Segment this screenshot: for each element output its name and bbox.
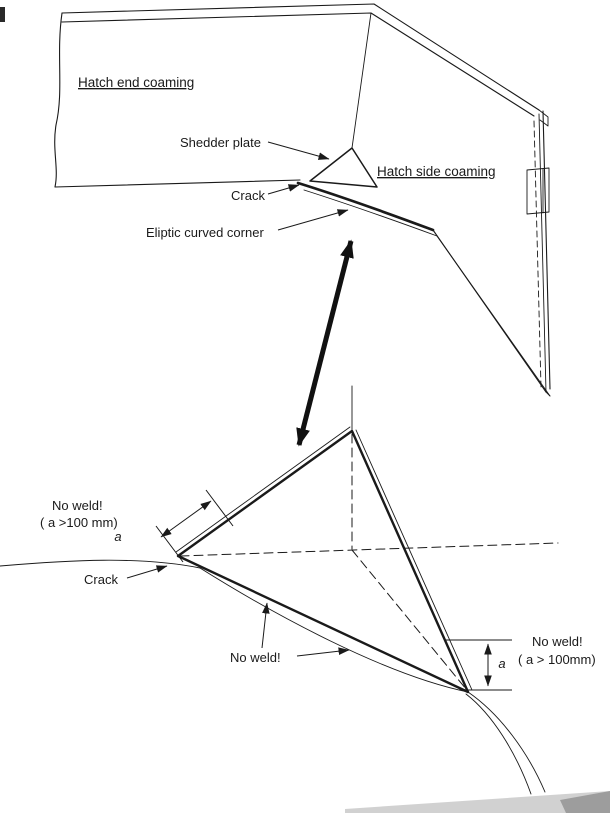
no-weld-bottom-label: No weld! xyxy=(230,650,281,665)
scan-mark-top-left xyxy=(0,7,5,22)
scan-shadow-bottom xyxy=(345,791,610,813)
end-coaming-torn-left-edge xyxy=(54,12,63,188)
crack-curve-top xyxy=(296,181,435,232)
no-weld-bottom-leader-1 xyxy=(261,602,270,649)
crack-leader-arrow-top xyxy=(267,184,300,195)
end-coaming-top-outer-edge xyxy=(61,3,540,111)
shedder-plate-detail-triangle xyxy=(176,429,470,694)
eliptic-curved-corner-label: Eliptic curved corner xyxy=(146,225,264,240)
coaming-cutout-curve-inner xyxy=(465,693,532,795)
shedder-plate-label: Shedder plate xyxy=(180,135,261,150)
scan-shadow-corner xyxy=(560,791,610,813)
side-coaming-right-edge-outer xyxy=(542,110,551,390)
hidden-corner-horizontal xyxy=(179,542,559,557)
eliptic-corner-curve-top xyxy=(303,189,438,237)
plate-thickness-left-edge xyxy=(175,426,351,553)
no-weld-left-label-line1: No weld! xyxy=(52,498,103,513)
hatch-end-coaming-label: Hatch end coaming xyxy=(78,75,194,90)
right-flange-bracket xyxy=(526,167,550,215)
coaming-corner-edge xyxy=(351,12,372,149)
detail-pointer-arrow xyxy=(296,239,354,447)
shedder-plate-leader-arrow xyxy=(267,141,330,160)
side-coaming-tip xyxy=(545,391,551,397)
crack-leader-arrow-bottom xyxy=(126,565,168,579)
no-weld-left-label-line2: ( a >100 mm) xyxy=(40,515,118,530)
dim-left-arrow xyxy=(160,500,212,538)
dim-a-left-label: a xyxy=(114,529,121,544)
end-coaming-bottom-edge xyxy=(54,179,301,188)
shedder-plate-triangle xyxy=(309,147,378,188)
no-weld-right-label-line1: No weld! xyxy=(532,634,583,649)
dim-a-right-label: a xyxy=(498,656,505,671)
eliptic-corner-leader-arrow xyxy=(277,209,349,231)
crack-label-top: Crack xyxy=(231,188,265,203)
dim-left-extension-line-2 xyxy=(205,489,234,527)
hatch-side-coaming-label: Hatch side coaming xyxy=(377,164,496,179)
side-coaming-right-edge-hidden xyxy=(533,120,542,388)
no-weld-right-label-line2: ( a > 100mm) xyxy=(518,652,596,667)
coaming-cutout-curve xyxy=(0,559,546,793)
side-coaming-right-edge-inner xyxy=(538,113,547,393)
dim-left-extension-line-1 xyxy=(155,525,184,563)
crack-label-bottom: Crack xyxy=(84,572,118,587)
hidden-corner-diagonal xyxy=(351,549,467,690)
plate-thickness-right-edge xyxy=(355,429,473,691)
side-coaming-bottom-edge-inner xyxy=(436,235,551,397)
no-weld-bottom-leader-2 xyxy=(296,647,350,657)
end-coaming-top-inner-edge xyxy=(61,12,535,117)
